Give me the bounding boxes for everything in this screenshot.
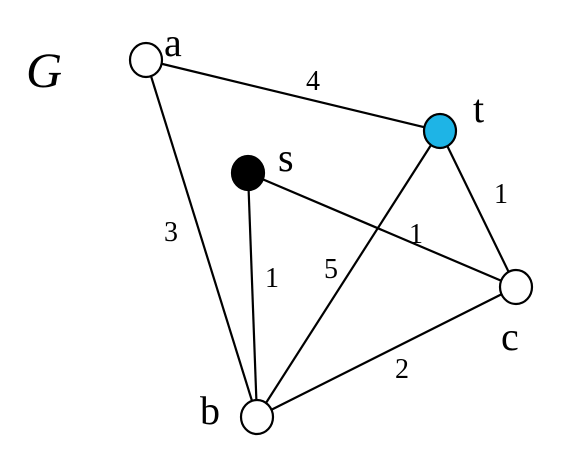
edge-a-b bbox=[144, 59, 259, 418]
node-label-b: b bbox=[200, 388, 220, 433]
edges bbox=[144, 58, 517, 418]
nodes bbox=[128, 41, 534, 436]
weight-s-c: 1 bbox=[409, 219, 423, 250]
weight-a-b: 3 bbox=[164, 217, 178, 248]
graph-name: G bbox=[26, 42, 62, 98]
edge-s-c bbox=[247, 171, 517, 289]
edge-weights: 4 3 1 5 1 1 2 bbox=[164, 66, 508, 385]
weight-s-b: 1 bbox=[265, 263, 279, 294]
weight-t-c: 1 bbox=[494, 179, 508, 210]
node-label-a: a bbox=[164, 20, 182, 65]
node-t bbox=[422, 112, 458, 150]
node-label-t: t bbox=[473, 86, 484, 131]
node-a bbox=[128, 41, 164, 79]
edge-s-b bbox=[246, 172, 259, 418]
node-label-c: c bbox=[501, 314, 519, 359]
node-label-s: s bbox=[278, 135, 294, 180]
node-c bbox=[498, 268, 534, 306]
edge-t-b bbox=[256, 130, 441, 418]
edge-a-t bbox=[145, 58, 441, 133]
weight-a-t: 4 bbox=[306, 66, 320, 97]
edge-t-c bbox=[439, 130, 517, 288]
weight-b-c: 2 bbox=[395, 354, 409, 385]
node-b bbox=[239, 398, 275, 436]
weight-t-b: 5 bbox=[324, 254, 338, 285]
edge-b-c bbox=[256, 286, 517, 418]
node-s bbox=[230, 154, 266, 192]
node-labels: a t s c b bbox=[164, 20, 519, 433]
